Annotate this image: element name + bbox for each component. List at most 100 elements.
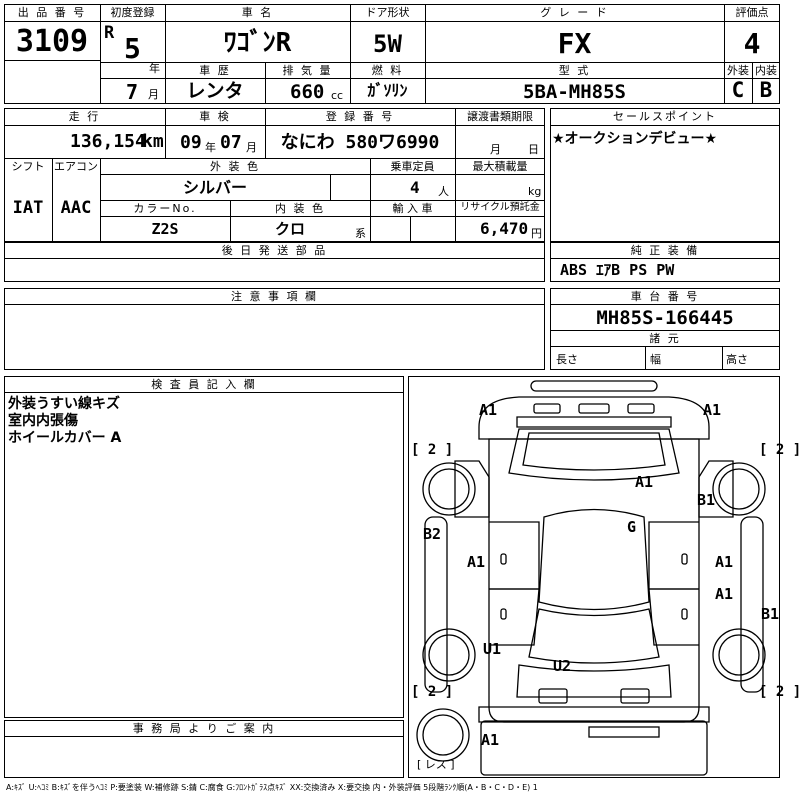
equipment-header: 純 正 装 備 [630,244,700,257]
sales-point-header: セールスポイント [613,110,717,123]
color-no-header: カラーNo. [133,202,197,215]
inspector-line-2: 室内内張傷 [8,413,78,429]
notes-header: 注 意 事 項 欄 [231,290,318,303]
mark-right-rear-fender: B1 [761,605,780,623]
history-header: 車 歴 [199,64,231,77]
first-registration-month: 7 [126,80,139,104]
transfer-docs-month-unit: 月 [490,143,501,156]
car-name-header: 車 名 [241,6,274,19]
fuel-header: 燃 料 [371,64,404,77]
specs-height: 高さ [726,353,748,366]
damage-diagram: A1 A1 A1 B1 B2 G A1 A1 A1 B1 U1 U2 A1 [ … [408,376,800,778]
notes-block [4,288,545,370]
chassis-header: 車 台 番 号 [630,290,700,303]
specs-length: 長さ [556,353,578,366]
inspection-month-unit: 月 [246,141,257,154]
aircon: AAC [60,198,92,218]
tire-front-left: [ 2 ] [411,442,454,458]
inspection-year-unit: 年 [205,141,216,154]
inspection-header: 車 検 [199,110,231,123]
exterior-grade: C [731,78,745,102]
recycle-header: リサイクル預託金 [460,202,540,213]
mark-front-left: A1 [479,401,498,419]
mark-right-front-door: A1 [715,553,734,571]
car-outline [416,380,766,776]
door-type: 5W [373,30,402,58]
displacement: 660 [290,81,325,103]
sales-point-block [550,108,780,242]
month-unit: 月 [148,88,159,101]
details-block [4,108,545,242]
specs-header: 諸 元 [649,332,681,345]
capacity-unit: 人 [438,185,449,198]
lot-number-header: 出 品 番 号 [17,6,87,19]
max-load-header: 最大積載量 [472,160,528,173]
recycle-unit: 円 [531,227,542,240]
transfer-docs-header: 譲渡書類期限 [467,110,533,123]
mark-right-rear-door: A1 [715,585,734,603]
spare-tire: [ レス ] [417,758,455,771]
lot-number: 3109 [15,24,89,59]
int-color-suffix: 系 [355,227,366,240]
recycle-fee: 6,470 [480,219,529,238]
shift: IAT [12,198,44,218]
max-load-unit: kg [528,185,542,198]
sales-point-text: ★オークションデビュー★ [552,131,718,147]
ext-color-header: 外 装 色 [210,160,260,173]
reg-number: なにわ 580ワ6990 [280,132,440,153]
mark-left-front-door: A1 [467,553,486,571]
capacity: 4 [410,178,420,197]
mileage-header: 走 行 [68,110,101,123]
car-name: ﾜｺﾞﾝR [223,28,292,58]
office-block [4,720,404,778]
grade-header: グ レ ー ド [540,6,609,19]
aircon-header: エアコン [54,160,98,173]
inspector-line-1: 外装うすい線キズ [8,396,120,412]
inspection-year: 09 [180,132,202,153]
mark-left-rear-fender: U1 [483,640,502,658]
shift-header: シフト [11,160,45,173]
exterior-grade-header: 外装 [727,64,749,77]
inspector-header: 検 査 員 記 入 欄 [151,378,257,391]
door-header: ドア形状 [365,6,410,19]
equipment: ABS ｴｱB PS PW [560,261,675,279]
transfer-docs-day-unit: 日 [528,143,539,156]
chassis-number: MH85S-166445 [596,307,734,329]
first-registration-year: 5 [124,32,141,65]
mark-rear-gate: U2 [553,657,572,675]
displacement-unit: cc [331,89,344,102]
vehicle-info-block [4,4,780,104]
mark-right-front-fender: B1 [697,491,716,509]
reg-number-header: 登 録 番 号 [325,110,395,123]
inspector-block [4,376,404,718]
legend: A:ｷｽﾞ U:ﾍｺﾐ B:ｷｽﾞを伴うﾍｺﾐ P:要塗装 W:補修跡 S:錆 … [6,783,538,792]
equipment-block [550,242,780,282]
inspector-line-3: ホイールカバー A [8,430,122,446]
interior-grade-header: 内装 [755,64,777,77]
color-no: Z2S [151,220,179,238]
mark-hood: A1 [635,473,654,491]
mileage: 136,154 [70,131,146,152]
capacity-header: 乗車定員 [390,160,435,173]
int-color-header: 内 装 色 [275,202,325,215]
year-unit: 年 [149,62,160,75]
interior-grade: B [759,78,773,102]
model-code-header: 型 式 [558,64,591,77]
score: 4 [743,27,761,60]
int-color: クロ [274,220,305,238]
specs-width: 幅 [650,353,661,366]
later-parts-header: 後 日 発 送 部 品 [221,244,328,257]
later-parts-block [4,242,545,282]
ext-color: シルバー [182,178,247,197]
model-code: 5BA-MH85S [523,81,626,103]
office-header: 事 務 局 よ り ご 案 内 [132,722,276,735]
mark-rear-bumper: A1 [481,731,500,749]
first-registration-era: R [104,23,115,43]
displacement-header: 排 気 量 [282,64,333,77]
mileage-unit: km [142,131,164,152]
tire-front-right: [ 2 ] [759,442,800,458]
tire-rear-right: [ 2 ] [759,684,800,700]
grade: FX [557,27,592,60]
chassis-block [550,288,780,370]
tire-rear-left: [ 2 ] [411,684,454,700]
